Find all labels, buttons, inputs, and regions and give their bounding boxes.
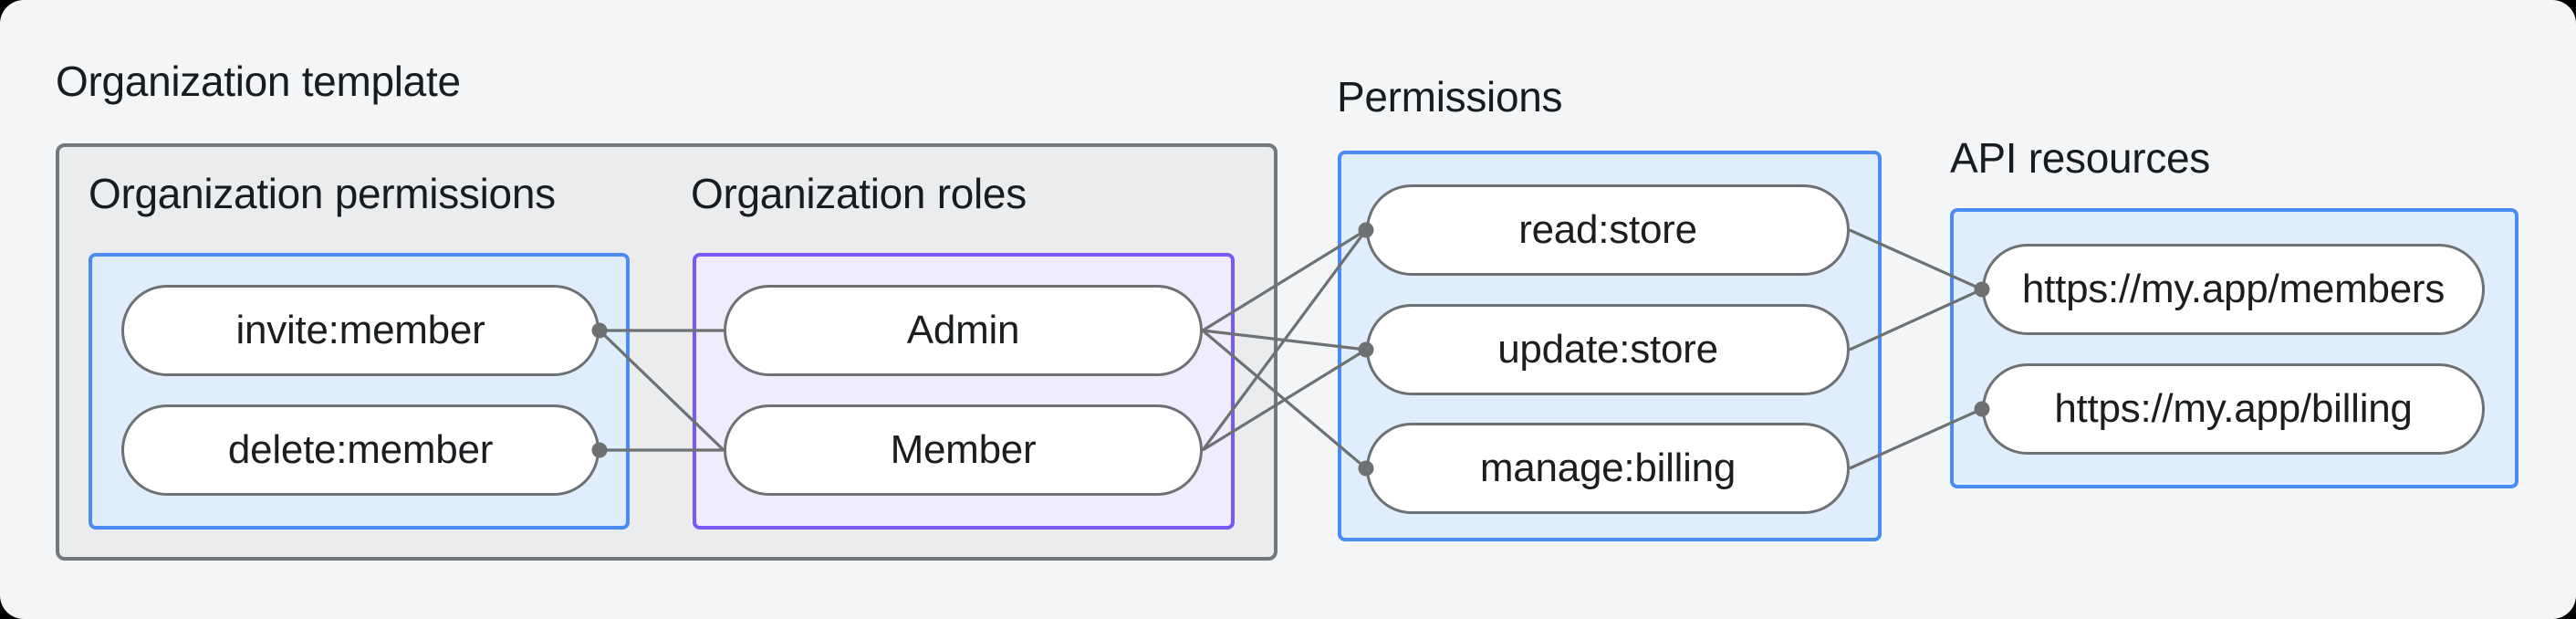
- node-manage-billing-label: manage:billing: [1479, 446, 1736, 490]
- node-member-role-label: Member: [890, 427, 1037, 472]
- api-resources-label: API resources: [1950, 134, 2210, 182]
- node-update-store: update:store: [1366, 304, 1850, 395]
- permissions-label: Permissions: [1337, 73, 1563, 121]
- node-api-members-label: https://my.app/members: [2021, 267, 2446, 311]
- node-delete-member-label: delete:member: [227, 427, 494, 472]
- org-permissions-label: Organization permissions: [89, 170, 556, 217]
- org-roles-label: Organization roles: [691, 170, 1027, 217]
- node-update-store-label: update:store: [1497, 327, 1718, 372]
- node-read-store: read:store: [1366, 184, 1850, 276]
- node-admin-role: Admin: [724, 285, 1203, 376]
- node-invite-member-label: invite:member: [235, 308, 485, 352]
- node-api-billing-label: https://my.app/billing: [2054, 386, 2413, 431]
- node-admin-role-label: Admin: [906, 308, 1020, 352]
- node-api-members: https://my.app/members: [1982, 244, 2485, 335]
- node-invite-member: invite:member: [121, 285, 600, 376]
- node-api-billing: https://my.app/billing: [1982, 363, 2485, 455]
- node-member-role: Member: [724, 404, 1203, 496]
- node-read-store-label: read:store: [1518, 207, 1697, 252]
- node-manage-billing: manage:billing: [1366, 423, 1850, 514]
- node-delete-member: delete:member: [121, 404, 600, 496]
- organization-template-title: Organization template: [56, 58, 461, 105]
